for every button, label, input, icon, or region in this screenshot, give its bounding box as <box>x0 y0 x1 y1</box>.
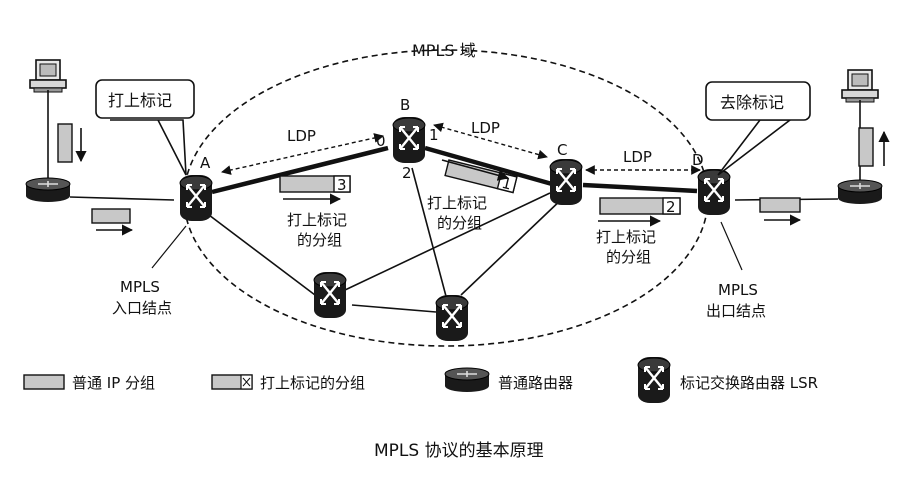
legend-ip-packet-icon <box>23 374 65 390</box>
ingress-node-line1: MPLS <box>120 278 160 296</box>
legend-ip-packet-label: 普通 IP 分组 <box>72 374 155 392</box>
ldp-cd-label: LDP <box>623 148 652 166</box>
lsr-d-icon <box>696 167 732 217</box>
lsr-b-icon <box>391 115 427 165</box>
port-2-label: 2 <box>402 164 412 182</box>
legend-lsr-label: 标记交换路由器 LSR <box>680 374 818 392</box>
source-host-icon <box>29 59 67 93</box>
label-2: 2 <box>666 198 676 216</box>
tagged-packet-line1: 打上标记 <box>287 211 347 229</box>
legend-router-icon <box>444 367 490 393</box>
tagged-packet-line2: 的分组 <box>297 231 342 249</box>
lsr-lower-left-icon <box>312 270 348 320</box>
lsr-a-icon <box>178 173 214 223</box>
destination-router-icon <box>837 179 883 205</box>
port-0-label: 0 <box>376 132 386 150</box>
egress-callout-text: 去除标记 <box>720 93 784 112</box>
destination-host-icon <box>841 69 879 103</box>
legend-lsr-icon <box>636 355 672 405</box>
egress-node-line2: 出口结点 <box>706 302 766 320</box>
source-router-icon <box>25 177 71 203</box>
legend-tagged-packet-label: 打上标记的分组 <box>260 374 365 392</box>
ingress-node-line2: 入口结点 <box>112 299 172 317</box>
node-d-label: D <box>692 151 704 169</box>
node-c-label: C <box>557 141 567 159</box>
ldp-bc-label: LDP <box>471 119 500 137</box>
egress-node-line1: MPLS <box>718 281 758 299</box>
port-1-label: 1 <box>429 126 439 144</box>
ip-packet-icon <box>759 197 801 213</box>
tagged-packet-line2: 的分组 <box>437 214 482 232</box>
ip-packet-icon <box>91 208 131 224</box>
lsr-c-icon <box>548 157 584 207</box>
mpls-domain-label: MPLS 域 <box>412 41 476 60</box>
tagged-packet-line1: 打上标记 <box>427 194 487 212</box>
ldp-ab-label: LDP <box>287 127 316 145</box>
node-a-label: A <box>200 154 211 172</box>
label-3: 3 <box>337 176 347 194</box>
legend: 普通 IP 分组 打上标记的分组 普通路由器 标记交换路由器 LSR <box>23 355 818 405</box>
figure-caption: MPLS 协议的基本原理 <box>374 441 544 461</box>
tagged-packet-line2: 的分组 <box>606 248 651 266</box>
ip-packet-icon <box>57 123 73 163</box>
ingress-callout-text: 打上标记 <box>108 91 172 110</box>
node-b-label: B <box>400 96 410 114</box>
tagged-packet-line1: 打上标记 <box>596 228 656 246</box>
lsr-lower-right-icon <box>434 293 470 343</box>
ip-packet-icon <box>858 127 874 167</box>
legend-router-label: 普通路由器 <box>498 374 573 392</box>
